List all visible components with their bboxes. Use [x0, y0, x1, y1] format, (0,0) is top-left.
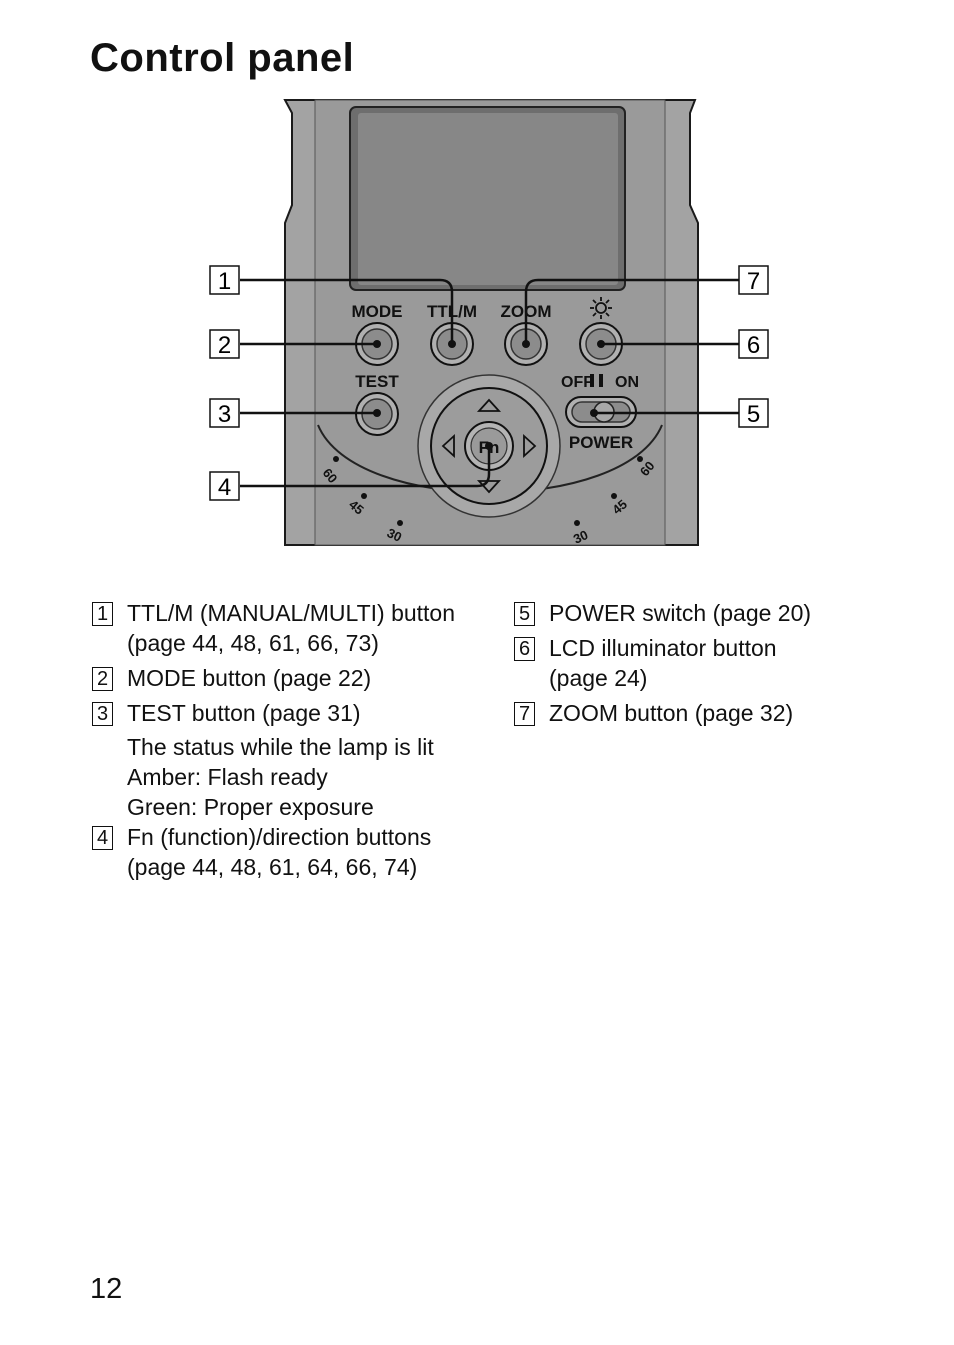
off-label: OFF [561, 374, 593, 391]
legend-number: 1 [92, 602, 113, 626]
callout-2: 2 [209, 329, 240, 359]
callout-7: 7 [738, 265, 769, 295]
callout-dots [373, 340, 605, 450]
svg-text:2: 2 [218, 332, 231, 359]
legend-left: 1 TTL/M (MANUAL/MULTI) button (page 44, … [92, 598, 492, 882]
mode-label: MODE [352, 302, 403, 321]
legend-text: MODE button (page 22) [127, 665, 372, 691]
up-arrow-icon[interactable] [476, 398, 502, 412]
callout-4: 4 [209, 471, 240, 501]
legend-number: 3 [92, 702, 113, 726]
page-title: Control panel [90, 36, 355, 80]
down-arrow-icon[interactable] [476, 480, 502, 494]
scale-mark: 30 [385, 525, 404, 545]
svg-text:5: 5 [747, 401, 760, 428]
legend-text: POWER switch (page 20) [549, 600, 812, 626]
callout-5: 5 [738, 398, 769, 428]
lamp-status-value: Flash ready [207, 764, 328, 790]
svg-text:6: 6 [747, 332, 760, 359]
lamp-status-row: Green: Proper exposure [127, 792, 492, 822]
legend-text: Fn (function)/direction buttons (page 44… [127, 824, 432, 880]
legend-item-4: 4 Fn (function)/direction buttons (page … [92, 822, 492, 882]
legend-right: 5 POWER switch (page 20) 6 LCD illuminat… [514, 598, 914, 728]
callout-6: 6 [738, 329, 769, 359]
legend-item-5: 5 POWER switch (page 20) [514, 598, 914, 628]
legend-item-7: 7 ZOOM button (page 32) [514, 698, 914, 728]
right-arrow-icon[interactable] [523, 433, 537, 459]
svg-text:3: 3 [218, 401, 231, 428]
device-body [283, 99, 699, 546]
legend-item-6: 6 LCD illuminator button (page 24) [514, 633, 914, 693]
control-panel-figure: MODE TTL/M ZOOM TEST OFF ON POWER [209, 99, 769, 547]
lamp-status-notes: The status while the lamp is lit Amber: … [92, 732, 492, 822]
legend-item-2: 2 MODE button (page 22) [92, 663, 492, 693]
legend-number: 2 [92, 667, 113, 691]
callout-1: 1 [209, 265, 240, 295]
svg-text:4: 4 [218, 474, 231, 501]
legend-text: ZOOM button (page 32) [549, 700, 794, 726]
callout-3: 3 [209, 398, 240, 428]
legend-text: TEST button (page 31) [127, 700, 361, 726]
legend-item-3: 3 TEST button (page 31) [92, 698, 492, 728]
illuminator-icon [590, 297, 612, 319]
lamp-status-row: Amber: Flash ready [127, 762, 492, 792]
left-arrow-icon[interactable] [441, 433, 455, 459]
callout-leaders [240, 278, 740, 488]
legend-number: 5 [514, 602, 535, 626]
lamp-status-value: Proper exposure [203, 794, 374, 820]
svg-text:7: 7 [747, 268, 760, 295]
svg-text:1: 1 [218, 268, 231, 295]
lamp-status-key: Amber: [127, 764, 202, 790]
legend-number: 6 [514, 637, 535, 661]
page-number: 12 [90, 1273, 123, 1305]
legend-number: 4 [92, 826, 113, 850]
lamp-status-heading: The status while the lamp is lit [127, 734, 434, 760]
scale-mark: 30 [571, 527, 590, 547]
test-label: TEST [355, 372, 399, 391]
on-label: ON [615, 374, 639, 391]
legend-text: TTL/M (MANUAL/MULTI) button (page 44, 48… [127, 600, 456, 656]
legend-item-1: 1 TTL/M (MANUAL/MULTI) button (page 44, … [92, 598, 492, 658]
lamp-status-key: Green: [127, 794, 198, 820]
legend-number: 7 [514, 702, 535, 726]
power-label: POWER [569, 433, 633, 452]
legend-text: LCD illuminator button (page 24) [549, 635, 777, 691]
